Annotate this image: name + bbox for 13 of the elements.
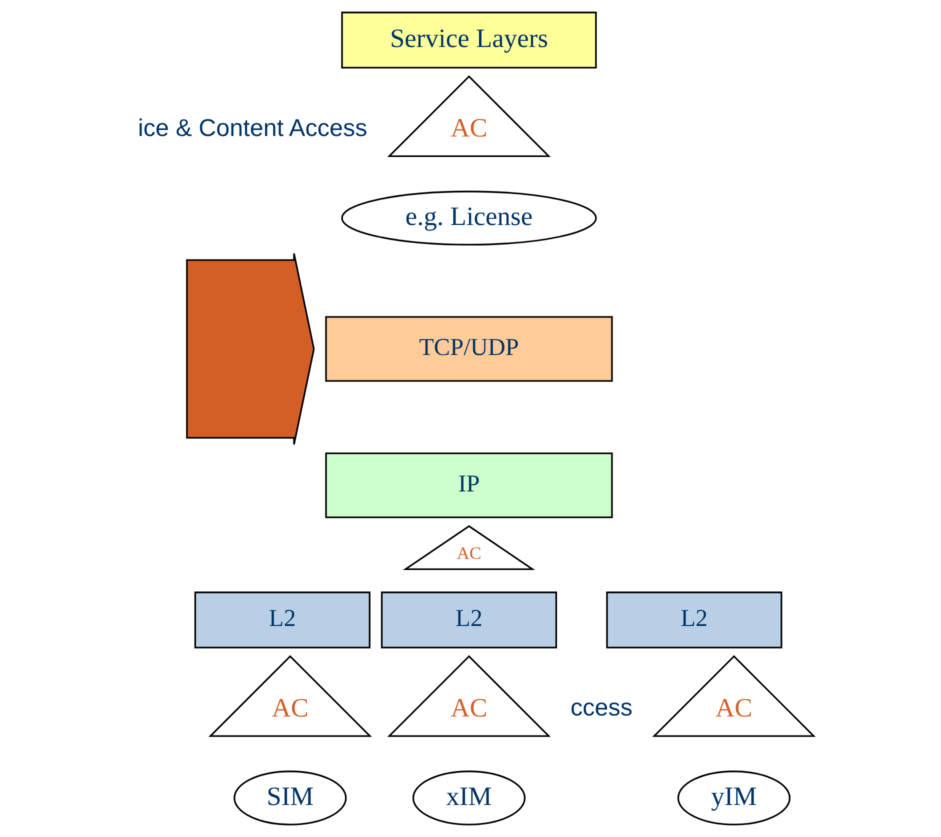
node-box: Service Layers <box>340 12 596 69</box>
node-ellipse: e.g. License <box>340 190 596 246</box>
node-box: L2 <box>380 592 557 648</box>
node-box: L2 <box>194 592 370 648</box>
label: ice & Content Access <box>137 114 367 142</box>
node-ellipse: xIM <box>412 770 526 826</box>
node-ellipse: SIM <box>233 770 346 826</box>
node-ellipse: yIM <box>676 770 790 826</box>
node-arrow <box>186 252 314 446</box>
node-box: IP <box>324 452 612 518</box>
label: ccess <box>570 694 632 722</box>
node-box: TCP/UDP <box>324 316 612 382</box>
node-box: L2 <box>606 592 782 648</box>
